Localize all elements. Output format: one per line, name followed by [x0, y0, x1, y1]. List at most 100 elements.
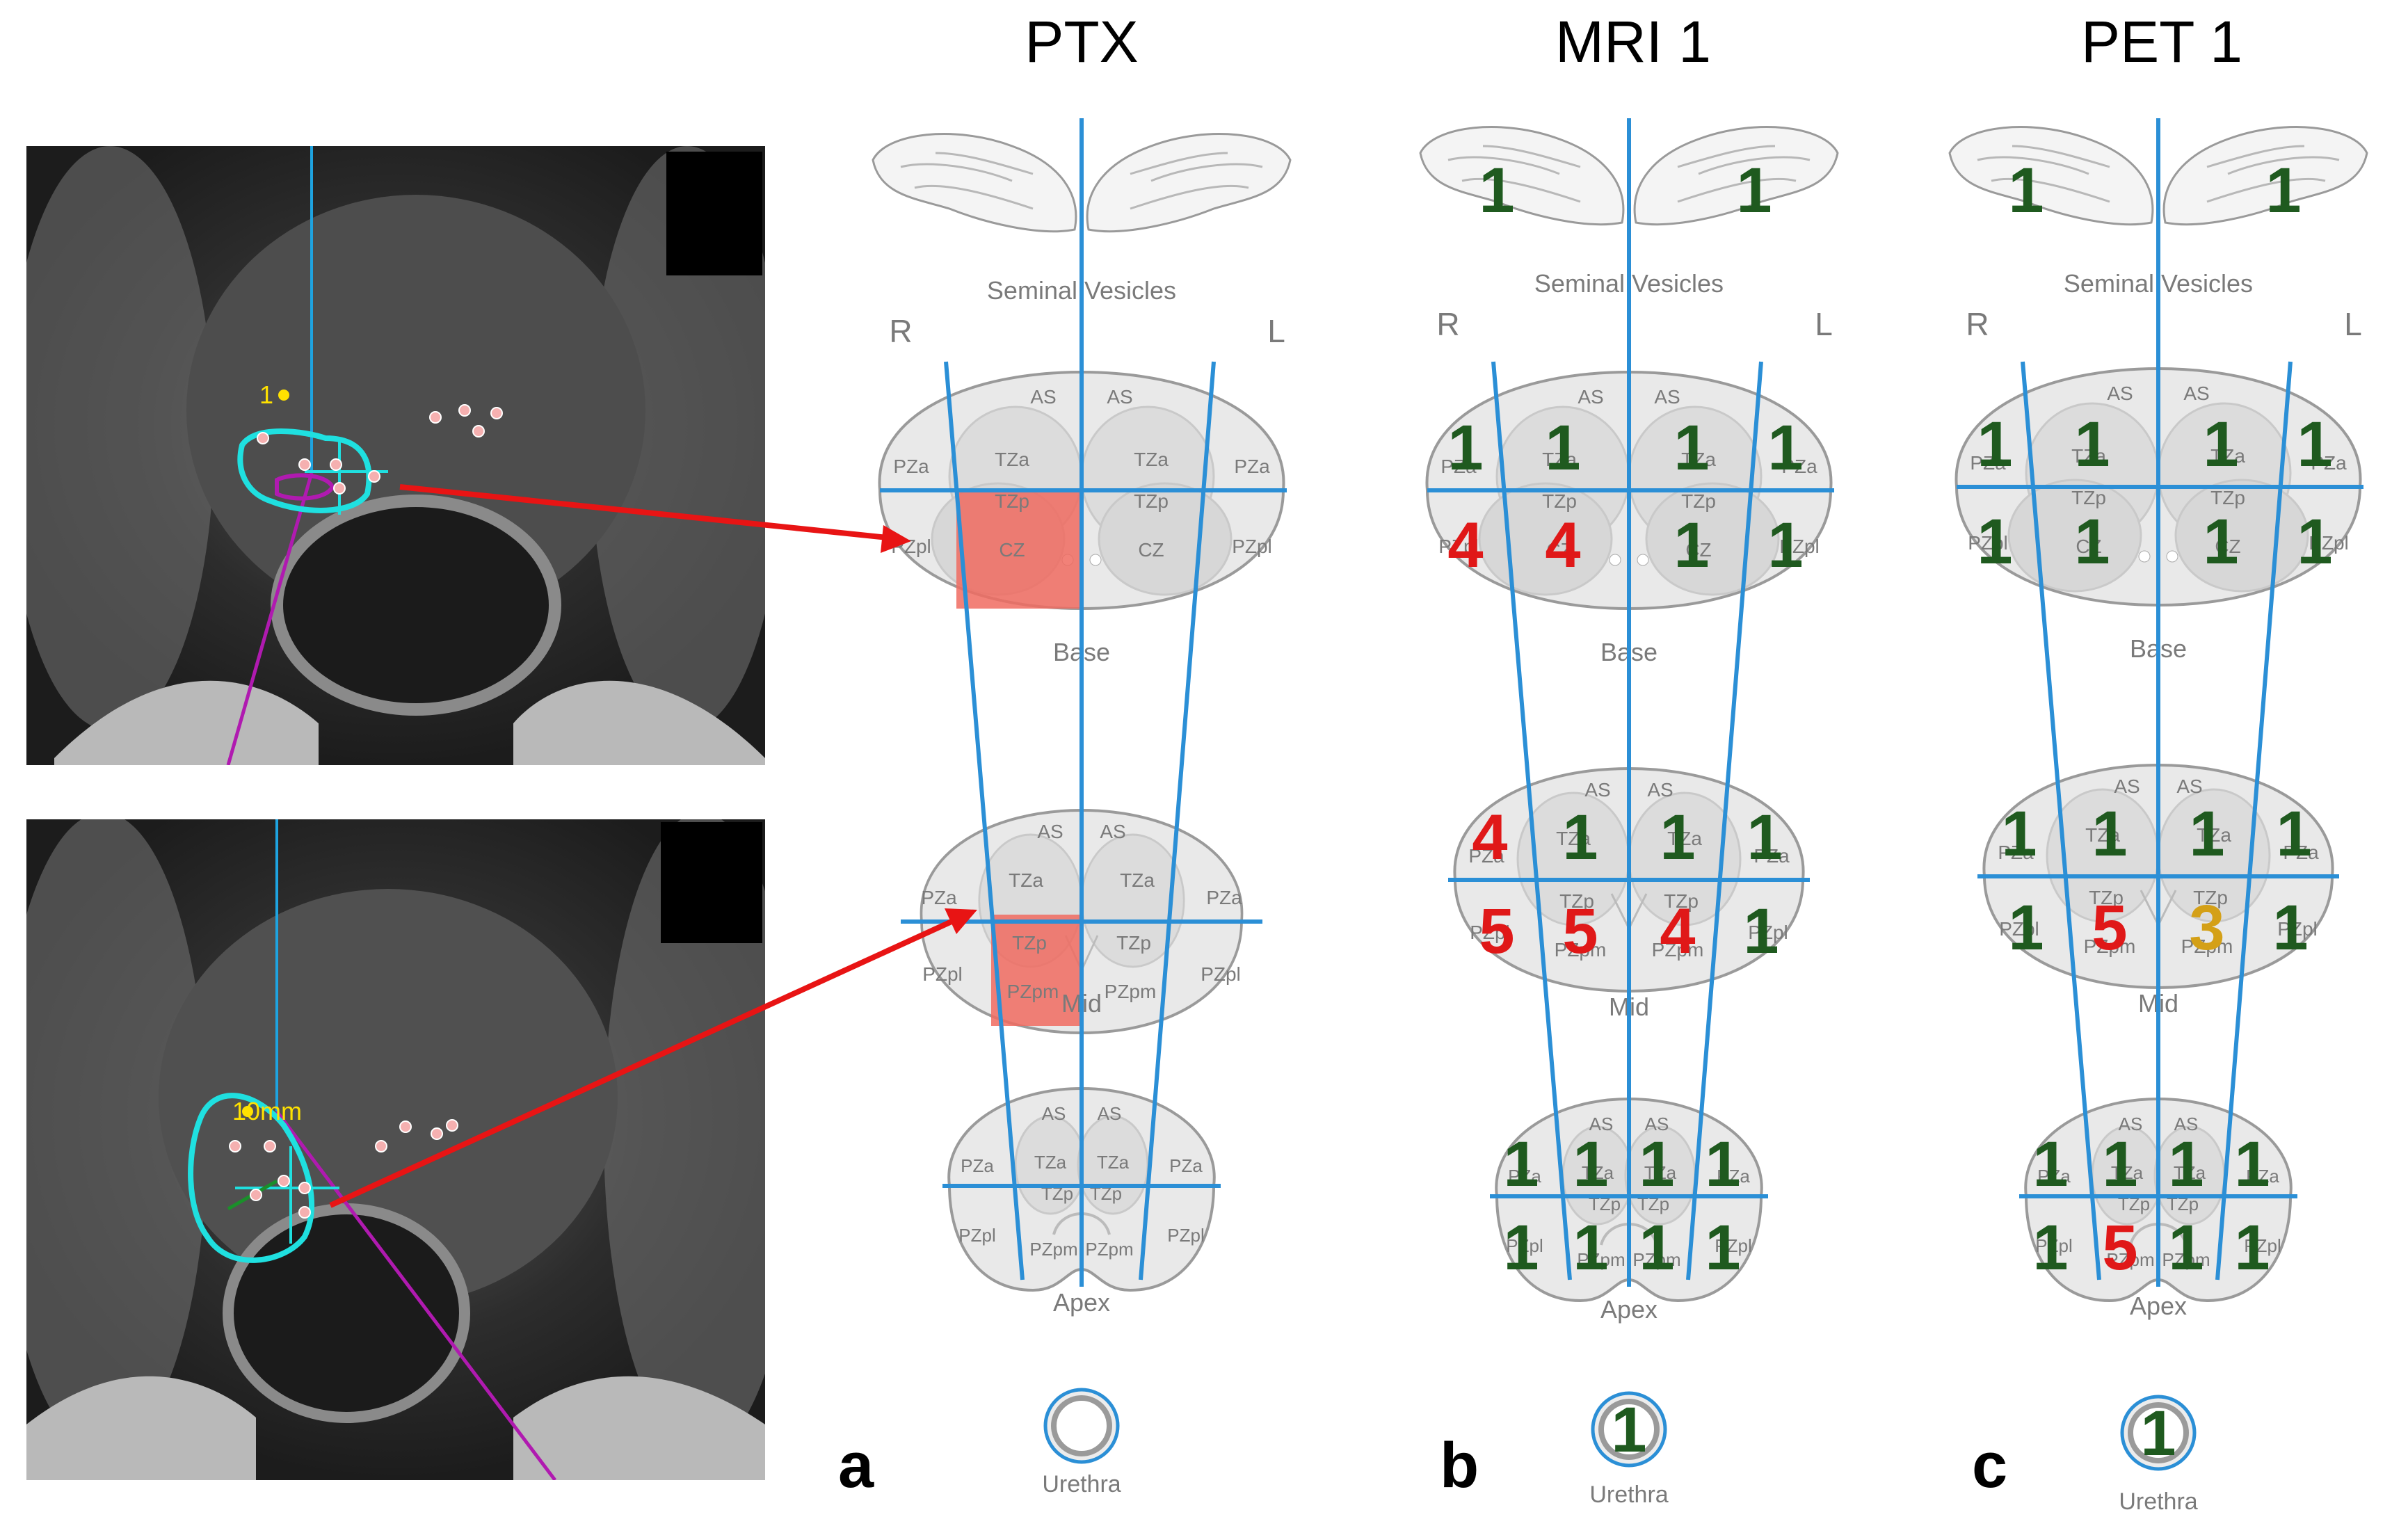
zone-label-base: AS [1030, 386, 1056, 408]
score-base-anterior: 1 [2074, 409, 2110, 480]
seminal-vesicle-right [1419, 126, 1625, 226]
score-apex-anterior: 1 [2234, 1129, 2270, 1200]
zone-label-mid: TZa [1120, 869, 1155, 891]
score-apex-anterior: 1 [1573, 1129, 1608, 1200]
zone-label-mid: AS [1037, 821, 1063, 842]
score-base-posterior: 1 [1673, 510, 1709, 581]
zone-label-base: PZa [893, 456, 929, 477]
grid-left-line [1139, 361, 1216, 1280]
right-side-label: R [1966, 306, 1989, 342]
score-mid-anterior: 1 [1660, 802, 1695, 873]
zone-label-base: CZ [1685, 539, 1711, 561]
zone-label-base: PZa [1970, 452, 2006, 474]
zone-label-apex: PZpl [1167, 1225, 1204, 1246]
zone-label-mid: PZpm [1555, 939, 1607, 961]
zone-label-base: TZp [1681, 490, 1716, 512]
zone-label-base: CZ [1138, 539, 1164, 561]
zone-label-mid: TZa [1667, 828, 1702, 849]
score-apex-anterior: 1 [1503, 1129, 1539, 1200]
mri-bottom-annotation: 10mm [232, 1097, 302, 1125]
panel-c-title: PET 1 [2081, 9, 2242, 74]
score-mid-anterior: 4 [1472, 802, 1507, 873]
apex-label: Apex [1053, 1288, 1110, 1317]
zone-label-apex: PZa [2037, 1166, 2071, 1187]
zone-label-mid: TZa [2197, 824, 2231, 846]
zone-label-base: AS [1654, 386, 1680, 408]
zone-label-base: TZa [995, 449, 1029, 470]
mri-top-drawing: 1 [26, 146, 765, 765]
score-mid-posterior: 5 [1562, 896, 1598, 967]
zone-label-base: PZpl [1968, 532, 2008, 554]
score-mid-anterior: 1 [1562, 802, 1598, 873]
mri-top-annotation: 1 [259, 380, 273, 409]
score-seminal-vesicle: 1 [2008, 155, 2044, 226]
score-base-anterior: 1 [2203, 409, 2238, 480]
zone-label-base: PZa [1781, 456, 1817, 477]
score-apex-posterior: 1 [2032, 1212, 2068, 1283]
left-side-label: L [2344, 306, 2362, 342]
zone-label-base: TZp [2071, 487, 2106, 508]
zone-label-apex: TZa [1034, 1152, 1067, 1173]
zone-label-apex: PZpm [2106, 1249, 2154, 1270]
zone-label-apex: PZpm [1029, 1239, 1077, 1260]
score-seminal-vesicle: 1 [1479, 155, 1514, 226]
zone-label-mid: PZpl [922, 963, 963, 985]
seminal-vesicle-right [872, 133, 1077, 233]
score-base-anterior: 1 [1673, 412, 1709, 483]
zone-label-apex: PZa [1717, 1166, 1750, 1187]
zone-label-mid: PZa [1753, 845, 1790, 867]
zone-label-apex: PZpl [1506, 1235, 1543, 1256]
zone-label-apex: TZa [1097, 1152, 1130, 1173]
zone-label-apex: PZpm [1632, 1249, 1680, 1270]
zone-label-base: TZa [2071, 445, 2106, 467]
zone-label-base: AS [1578, 386, 1603, 408]
zone-label-base: PZpl [2309, 532, 2349, 554]
score-apex-posterior: 5 [2102, 1212, 2137, 1283]
panel-a-letter: a [838, 1430, 874, 1501]
urethra-inner [1598, 1399, 1660, 1460]
score-mid-posterior: 1 [2008, 892, 2044, 963]
mri-bottom-drawing: 10mm [26, 819, 765, 1480]
zone-label-apex: PZa [1508, 1166, 1541, 1187]
zone-label-mid: PZpl [1470, 922, 1510, 943]
urethra-label: Urethra [2119, 1488, 2197, 1515]
zone-label-mid: PZa [1998, 842, 2034, 863]
highlight-base-right [956, 490, 1082, 609]
zone-label-apex: PZpl [2244, 1235, 2281, 1256]
score-mid-posterior: 1 [2272, 892, 2308, 963]
zone-label-base: PZa [1234, 456, 1270, 477]
zone-label-mid: PZpm [2181, 935, 2233, 957]
zone-label-base: TZa [1134, 449, 1169, 470]
right-side-label: R [1436, 306, 1459, 342]
left-side-label: L [1815, 306, 1833, 342]
zone-label-apex: PZa [2246, 1166, 2279, 1187]
panel-b-title: MRI 1 [1555, 9, 1712, 74]
zone-label-apex: AS [1042, 1103, 1066, 1124]
panel-c-letter: c [1972, 1430, 2008, 1501]
zone-label-mid: TZp [1012, 932, 1047, 954]
score-base-anterior: 1 [1767, 412, 1803, 483]
score-mid-posterior: 1 [1743, 896, 1779, 967]
zone-label-mid: AS [2176, 776, 2202, 797]
grid-right-line [2021, 361, 2101, 1280]
score-mid-anterior: 1 [1747, 802, 1782, 873]
zone-label-apex: AS [1098, 1103, 1122, 1124]
zone-label-base: PZpl [1779, 536, 1820, 557]
apex-label: Apex [1600, 1295, 1657, 1324]
zone-label-apex: PZpm [2162, 1249, 2210, 1270]
score-base-posterior: 1 [2074, 506, 2110, 577]
score-mid-posterior: 3 [2189, 892, 2224, 963]
zone-label-apex: AS [2174, 1114, 2199, 1134]
score-seminal-vesicle: 1 [2265, 155, 2301, 226]
zone-label-apex: PZpm [1085, 1239, 1133, 1260]
grid-left-line [2215, 361, 2293, 1280]
score-base-posterior: 1 [1767, 510, 1803, 581]
zone-label-mid: AS [1100, 821, 1125, 842]
zone-label-mid: PZa [2283, 842, 2319, 863]
zone-label-apex: TZa [1582, 1162, 1614, 1183]
zone-label-base: TZp [2210, 487, 2245, 508]
urethra-label: Urethra [1589, 1481, 1668, 1508]
zone-label-apex: AS [1645, 1114, 1669, 1134]
